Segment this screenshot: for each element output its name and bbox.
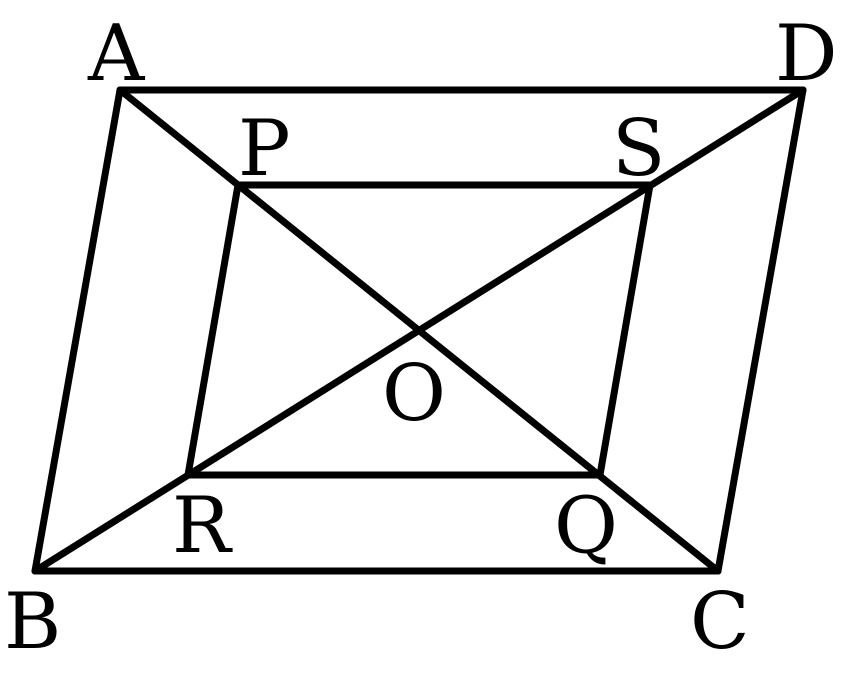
- vertex-label-c: C: [690, 577, 750, 667]
- edge-sq: [596, 181, 654, 479]
- vertex-label-q: Q: [554, 481, 618, 571]
- edge-ab: [31, 86, 124, 575]
- edge-cd: [714, 86, 807, 575]
- vertex-label-b: B: [4, 577, 61, 667]
- diagonal-bd: [31, 86, 807, 575]
- vertex-label-r: R: [172, 481, 233, 571]
- edge-rp: [184, 181, 242, 479]
- vertex-label-d: D: [775, 9, 838, 99]
- vertex-label-p: P: [238, 104, 290, 194]
- vertex-label-o: O: [382, 349, 446, 439]
- vertex-label-a: A: [87, 9, 146, 99]
- vertex-label-s: S: [612, 104, 665, 194]
